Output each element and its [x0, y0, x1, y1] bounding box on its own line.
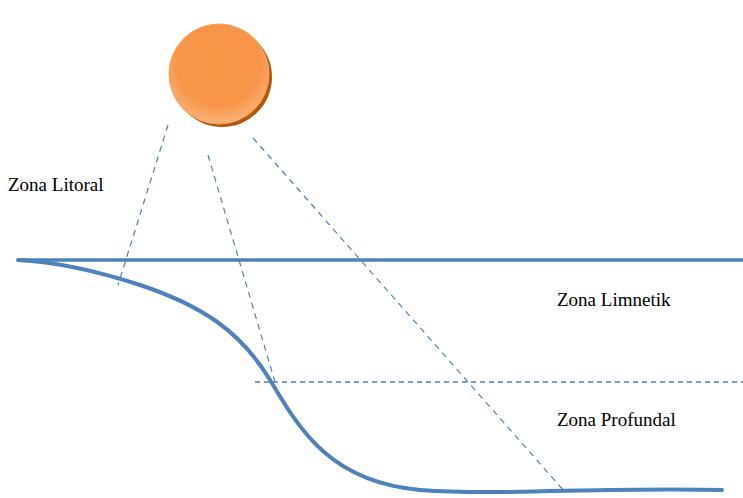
- zone-label: Zona Limnetik: [555, 289, 672, 311]
- light-ray: [208, 155, 275, 382]
- light-ray: [118, 125, 168, 285]
- lake-bottom: [18, 260, 722, 492]
- zone-label: Zona Litoral: [6, 174, 106, 196]
- light-ray: [253, 138, 565, 492]
- zone-boundary: [255, 381, 743, 383]
- zone-label: Zona Profundal: [555, 409, 678, 431]
- water-surface: [18, 258, 743, 262]
- sun: [169, 24, 269, 124]
